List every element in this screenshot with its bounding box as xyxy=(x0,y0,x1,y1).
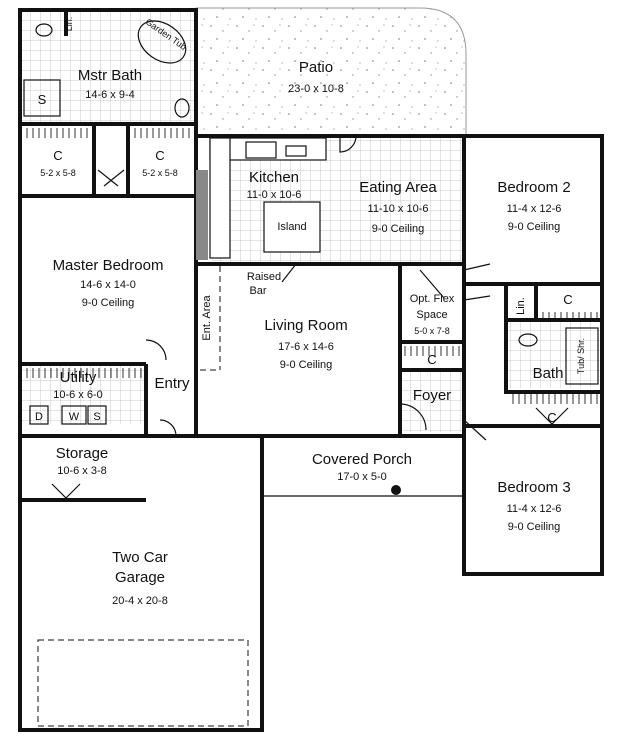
patio-area xyxy=(195,7,467,137)
closet-left-name: C xyxy=(53,148,62,163)
bath-fixtures xyxy=(23,20,599,385)
door-swings xyxy=(51,135,569,499)
storage-name: Storage xyxy=(56,445,109,462)
kitchen-counters xyxy=(196,137,327,260)
raised-bar-line2: Bar xyxy=(249,285,266,297)
kitchen-name: Kitchen xyxy=(249,169,299,186)
kitchen-size: 11-0 x 10-6 xyxy=(247,189,302,201)
appliance-w: W xyxy=(69,411,80,423)
foyer-floor xyxy=(400,370,464,432)
garage-line1: Two Car xyxy=(112,549,168,566)
island xyxy=(263,201,321,253)
master-bedroom-ceiling: 9-0 Ceiling xyxy=(82,297,135,309)
eating-ceiling: 9-0 Ceiling xyxy=(372,223,425,235)
shower-top-label: S xyxy=(38,92,47,107)
patio-name: Patio xyxy=(299,59,333,76)
bedroom3-ceiling: 9-0 Ceiling xyxy=(508,521,561,533)
eating-size: 11-10 x 10-6 xyxy=(368,203,429,215)
closet-hall-label: C xyxy=(563,292,572,307)
garage-door-outline xyxy=(37,639,249,727)
closet-rod-bed3 xyxy=(512,394,600,404)
mstr-bath-size: 14-6 x 9-4 xyxy=(85,89,135,101)
porch-size: 17-0 x 5-0 xyxy=(337,471,387,483)
storage-size: 10-6 x 3-8 xyxy=(57,465,107,477)
appliance-s: S xyxy=(93,411,100,423)
linen-top-label: Lin. xyxy=(64,17,74,32)
raised-bar-leader xyxy=(281,263,297,283)
living-size: 17-6 x 14-6 xyxy=(278,341,334,353)
garage-line2: Garage xyxy=(115,569,165,586)
bedroom3-size: 11-4 x 12-6 xyxy=(507,503,562,515)
eating-name: Eating Area xyxy=(359,179,437,196)
patio-size: 23-0 x 10-8 xyxy=(288,83,344,95)
shower-stall xyxy=(23,79,61,117)
entry-label: Entry xyxy=(154,375,190,392)
raised-bar-line1: Raised xyxy=(247,271,281,283)
closet-foyer-label: C xyxy=(427,352,436,367)
bedroom3-name: Bedroom 3 xyxy=(497,479,570,496)
walls xyxy=(18,8,604,732)
utility-size: 10-6 x 6-0 xyxy=(53,389,103,401)
garage-size: 20-4 x 20-8 xyxy=(112,595,168,607)
closet-right-name: C xyxy=(155,148,164,163)
bedroom2-name: Bedroom 2 xyxy=(497,179,570,196)
master-bedroom-name: Master Bedroom xyxy=(53,257,164,274)
flex-size: 5-0 x 7-8 xyxy=(414,326,450,336)
bath-label: Bath xyxy=(533,365,564,382)
bedroom2-size: 11-4 x 12-6 xyxy=(507,203,562,215)
closet-rod-utility xyxy=(22,368,142,378)
bath-floor xyxy=(508,320,600,388)
closet-rod-left xyxy=(24,128,90,138)
closet-bed3-label: C xyxy=(547,410,556,425)
appliance-d: D xyxy=(35,411,43,423)
utility-name: Utility xyxy=(60,369,97,386)
porch-column xyxy=(391,485,401,495)
living-name: Living Room xyxy=(264,317,347,334)
foyer-label: Foyer xyxy=(413,387,451,404)
bedroom2-ceiling: 9-0 Ceiling xyxy=(508,221,561,233)
closet-left-size: 5-2 x 5-8 xyxy=(40,168,76,178)
flex-line2: Space xyxy=(416,309,447,321)
mstr-bath-name: Mstr Bath xyxy=(78,67,142,84)
closet-right-size: 5-2 x 5-8 xyxy=(142,168,178,178)
ent-area-label: Ent. Area xyxy=(201,294,213,340)
master-bedroom-size: 14-6 x 14-0 xyxy=(80,279,136,291)
closet-rod-bed2 xyxy=(536,312,598,322)
flex-line1: Opt. Flex xyxy=(410,293,455,305)
linen-right-label: Lin. xyxy=(515,297,527,315)
closet-rod-right xyxy=(132,128,192,138)
porch-name: Covered Porch xyxy=(312,451,412,468)
tub-shr-label: Tub/ Shr. xyxy=(576,338,586,374)
island-label: Island xyxy=(277,221,306,233)
living-ceiling: 9-0 Ceiling xyxy=(280,359,333,371)
mstr-bath-floor xyxy=(22,12,196,124)
utility-appliances xyxy=(29,405,107,425)
garden-tub-shape xyxy=(137,20,187,64)
closet-rod-hall xyxy=(404,346,460,356)
